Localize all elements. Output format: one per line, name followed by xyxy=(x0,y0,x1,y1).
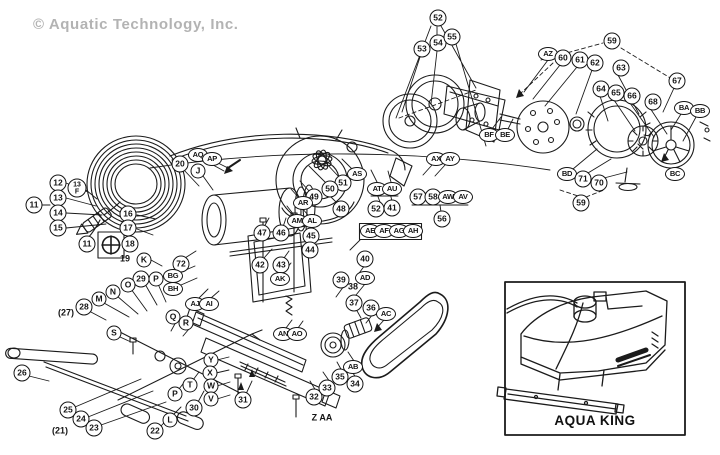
callout-ah-62: AH xyxy=(403,224,423,238)
callout-23-97: 23 xyxy=(85,419,103,437)
callout-11-8: 11 xyxy=(78,235,96,253)
callout-44-66: 44 xyxy=(301,241,319,259)
callout-ay-41: AY xyxy=(440,152,460,166)
callout-18-9: 18 xyxy=(121,235,139,253)
power-cord-plug xyxy=(75,201,121,235)
callout-35-112: 35 xyxy=(331,368,349,386)
callout-p-81: P xyxy=(148,271,164,287)
callout-m-84: M xyxy=(91,291,107,307)
callout-20-12: 20 xyxy=(171,155,189,173)
callout-39-71: 39 xyxy=(332,271,350,289)
callout-25-95: 25 xyxy=(59,401,77,419)
callout-38-72: 38 xyxy=(347,281,359,292)
impeller xyxy=(311,149,333,171)
inset-caption: AQUA KING xyxy=(554,413,636,428)
callout-q-89: Q xyxy=(165,309,181,325)
callout-ba-31: BA xyxy=(674,101,694,115)
callout-17-7: 17 xyxy=(119,219,137,237)
callout-62-24: 62 xyxy=(586,54,604,72)
callout-71-36: 71 xyxy=(574,170,592,188)
callout-46-64: 46 xyxy=(272,224,290,242)
callout-15-5: 15 xyxy=(49,219,67,237)
callout-ab-113: AB xyxy=(343,360,363,374)
callout-59-38: 59 xyxy=(572,194,590,212)
callout-v-107: V xyxy=(203,391,219,407)
callout-ac-76: AC xyxy=(376,307,396,321)
callout-as-42: AS xyxy=(347,167,367,181)
callout-30-101: 30 xyxy=(185,399,203,417)
callout-43-68: 43 xyxy=(272,256,290,274)
leader-lines xyxy=(28,25,697,427)
callout-21-98: (21) xyxy=(51,425,69,436)
callout-l-100: L xyxy=(162,412,178,428)
callout-ap-15: AP xyxy=(202,152,222,166)
callout-66-29: 66 xyxy=(623,87,641,105)
callout-be-34: BE xyxy=(495,128,515,142)
callout-50-44: 50 xyxy=(321,180,339,198)
callout-70-37: 70 xyxy=(590,174,608,192)
callout-56-58: 56 xyxy=(433,210,451,228)
handle-rods xyxy=(5,329,263,430)
callout-11-0: 11 xyxy=(25,196,43,214)
callout-19-10: 19 xyxy=(119,253,131,264)
callout-al-49: AL xyxy=(302,214,322,228)
callout-j-13: J xyxy=(190,163,206,179)
inset-box xyxy=(496,281,686,436)
callout-52-52: 52 xyxy=(367,200,385,218)
callout-32-109: 32 xyxy=(305,388,323,406)
callout-s-91: S xyxy=(106,325,122,341)
callout-bf-33: BF xyxy=(479,128,499,142)
callout-41-53: 41 xyxy=(383,199,401,217)
callout-ak-69: AK xyxy=(270,272,290,286)
callout-ai-88: AI xyxy=(199,297,219,311)
callout-40-70: 40 xyxy=(356,250,374,268)
callout-59-20: 59 xyxy=(603,32,621,50)
callout-65-28: 65 xyxy=(607,84,625,102)
callout-ao-93: AO xyxy=(287,327,307,341)
callout-bc-39: BC xyxy=(665,167,685,181)
callout-bg-78: BG xyxy=(163,269,183,283)
callout-n-83: N xyxy=(105,284,121,300)
callout-t-103: T xyxy=(182,377,198,393)
callout-k-11: K xyxy=(136,252,152,268)
callout-24-96: 24 xyxy=(72,410,90,428)
callout-53-17: 53 xyxy=(413,40,431,58)
callout-33-110: 33 xyxy=(318,379,336,397)
callout-ar-46: AR xyxy=(293,196,313,210)
callout-bh-79: BH xyxy=(163,282,183,296)
callout-av-57: AV xyxy=(453,190,473,204)
watermark-text: © Aquatic Technology, Inc. xyxy=(33,16,239,33)
callout-60-22: 60 xyxy=(554,49,572,67)
callout-26-94: 26 xyxy=(13,364,31,382)
callout-bb-32: BB xyxy=(690,104,710,118)
callout-o-82: O xyxy=(120,277,136,293)
callout-48-47: 48 xyxy=(332,200,350,218)
callout-63-25: 63 xyxy=(612,59,630,77)
callout-34-111: 34 xyxy=(346,375,364,393)
upper-pulley-assembly xyxy=(382,74,506,187)
callout-55-19: 55 xyxy=(443,28,461,46)
callout-ad-73: AD xyxy=(355,271,375,285)
aqua-king-illustration xyxy=(496,290,668,415)
callout-67-26: 67 xyxy=(668,72,686,90)
callout-zaa-114: Z AA xyxy=(311,412,333,423)
callout-r-90: R xyxy=(178,315,194,331)
callout-au-51: AU xyxy=(382,182,402,196)
callout-68-30: 68 xyxy=(644,93,662,111)
callout-47-63: 47 xyxy=(253,224,271,242)
callout-28-85: 28 xyxy=(75,298,93,316)
callout-52-16: 52 xyxy=(429,9,447,27)
callout-37-74: 37 xyxy=(345,294,363,312)
callout-31-108: 31 xyxy=(234,391,252,409)
callout-22-99: 22 xyxy=(146,422,164,440)
callout-27-86: (27) xyxy=(57,307,75,318)
idler-roller xyxy=(343,317,373,339)
callout-13-3: 13 xyxy=(49,189,67,207)
callout-42-67: 42 xyxy=(251,256,269,274)
callout-p-102: P xyxy=(167,386,183,402)
